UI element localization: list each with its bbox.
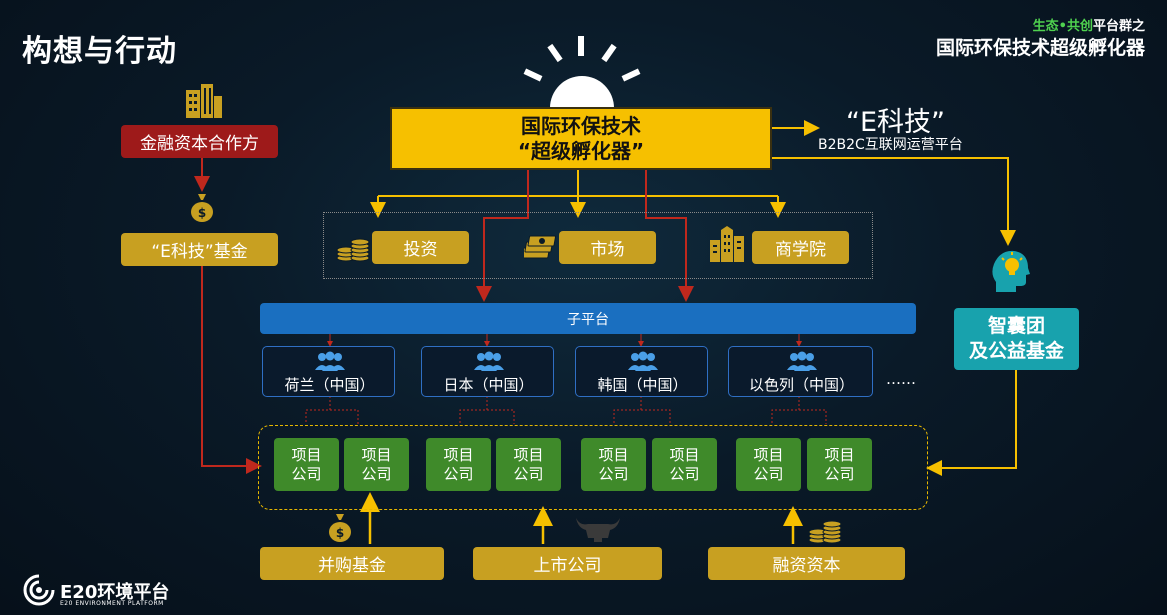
- cash-stack-icon: [524, 235, 556, 259]
- country-japan: 日本（中国）: [421, 346, 554, 397]
- people-icon: [315, 351, 345, 371]
- page-title: 构想与行动: [22, 34, 177, 69]
- service-invest: 投资: [372, 231, 469, 264]
- people-icon: [787, 351, 817, 371]
- project-company: 项目 公司: [581, 438, 646, 491]
- service-market: 市场: [559, 231, 656, 264]
- listed-company-box: 上市公司: [473, 547, 662, 580]
- brand-subtitle-white: 平台群之: [1092, 19, 1145, 34]
- project-company: 项目 公司: [652, 438, 717, 491]
- service-business-school: 商学院: [752, 231, 849, 264]
- project-company: 项目 公司: [426, 438, 491, 491]
- people-icon: [474, 351, 504, 371]
- country-label: 日本（中国）: [443, 376, 534, 394]
- money-bag-icon: $: [329, 514, 351, 542]
- coins-icon: [336, 238, 370, 262]
- svg-text:$: $: [336, 526, 344, 540]
- finance-partner-box: 金融资本合作方: [121, 125, 278, 158]
- svg-text:$: $: [198, 206, 206, 220]
- coins-icon: [808, 520, 842, 544]
- building-icon: [186, 84, 222, 118]
- incubator-line2: “超级孵化器”: [517, 138, 645, 163]
- sun-icon: [523, 36, 641, 108]
- country-label: 韩国（中国）: [597, 376, 688, 394]
- incubator-box: 国际环保技术 “超级孵化器”: [390, 107, 772, 170]
- e-tech-title: “E科技”: [846, 107, 946, 138]
- country-korea: 韩国（中国）: [575, 346, 708, 397]
- country-label: 荷兰（中国）: [284, 376, 375, 394]
- bull-icon: [576, 518, 620, 542]
- incubator-line1: 国际环保技术: [521, 113, 641, 138]
- money-bag-icon: $: [191, 194, 213, 222]
- project-company: 项目 公司: [274, 438, 339, 491]
- country-israel: 以色列（中国）: [728, 346, 873, 397]
- project-company: 项目 公司: [344, 438, 409, 491]
- financing-capital-box: 融资资本: [708, 547, 905, 580]
- brand-title: 国际环保技术超级孵化器: [935, 37, 1145, 59]
- footer-logo-name: E20环境平台: [60, 582, 170, 603]
- sub-platform-bar: 子平台: [260, 303, 916, 334]
- country-netherlands: 荷兰（中国）: [262, 346, 395, 397]
- country-label: 以色列（中国）: [748, 376, 854, 394]
- ma-fund-box: 并购基金: [260, 547, 444, 580]
- school-icon: [710, 226, 744, 262]
- e20-logo-icon: [23, 574, 55, 606]
- e-tech-fund-box: “E科技”基金: [121, 233, 278, 266]
- project-company: 项目 公司: [496, 438, 561, 491]
- brand-subtitle: 生态•共创平台群之: [1033, 15, 1145, 34]
- services-container: [323, 212, 873, 279]
- project-company: 项目 公司: [736, 438, 801, 491]
- projects-container: [258, 425, 928, 510]
- e-tech-subtitle: B2B2C互联网运营平台: [818, 137, 963, 153]
- head-lightbulb-icon: [992, 250, 1030, 292]
- think-tank-box: 智囊团 及公益基金: [954, 308, 1079, 370]
- project-company: 项目 公司: [807, 438, 872, 491]
- footer-logo-sub: E20 ENVIRONMENT PLATFORM: [60, 600, 164, 607]
- countries-more: ……: [886, 370, 916, 388]
- people-icon: [628, 351, 658, 371]
- brand-subtitle-green: 生态•共创: [1032, 19, 1093, 34]
